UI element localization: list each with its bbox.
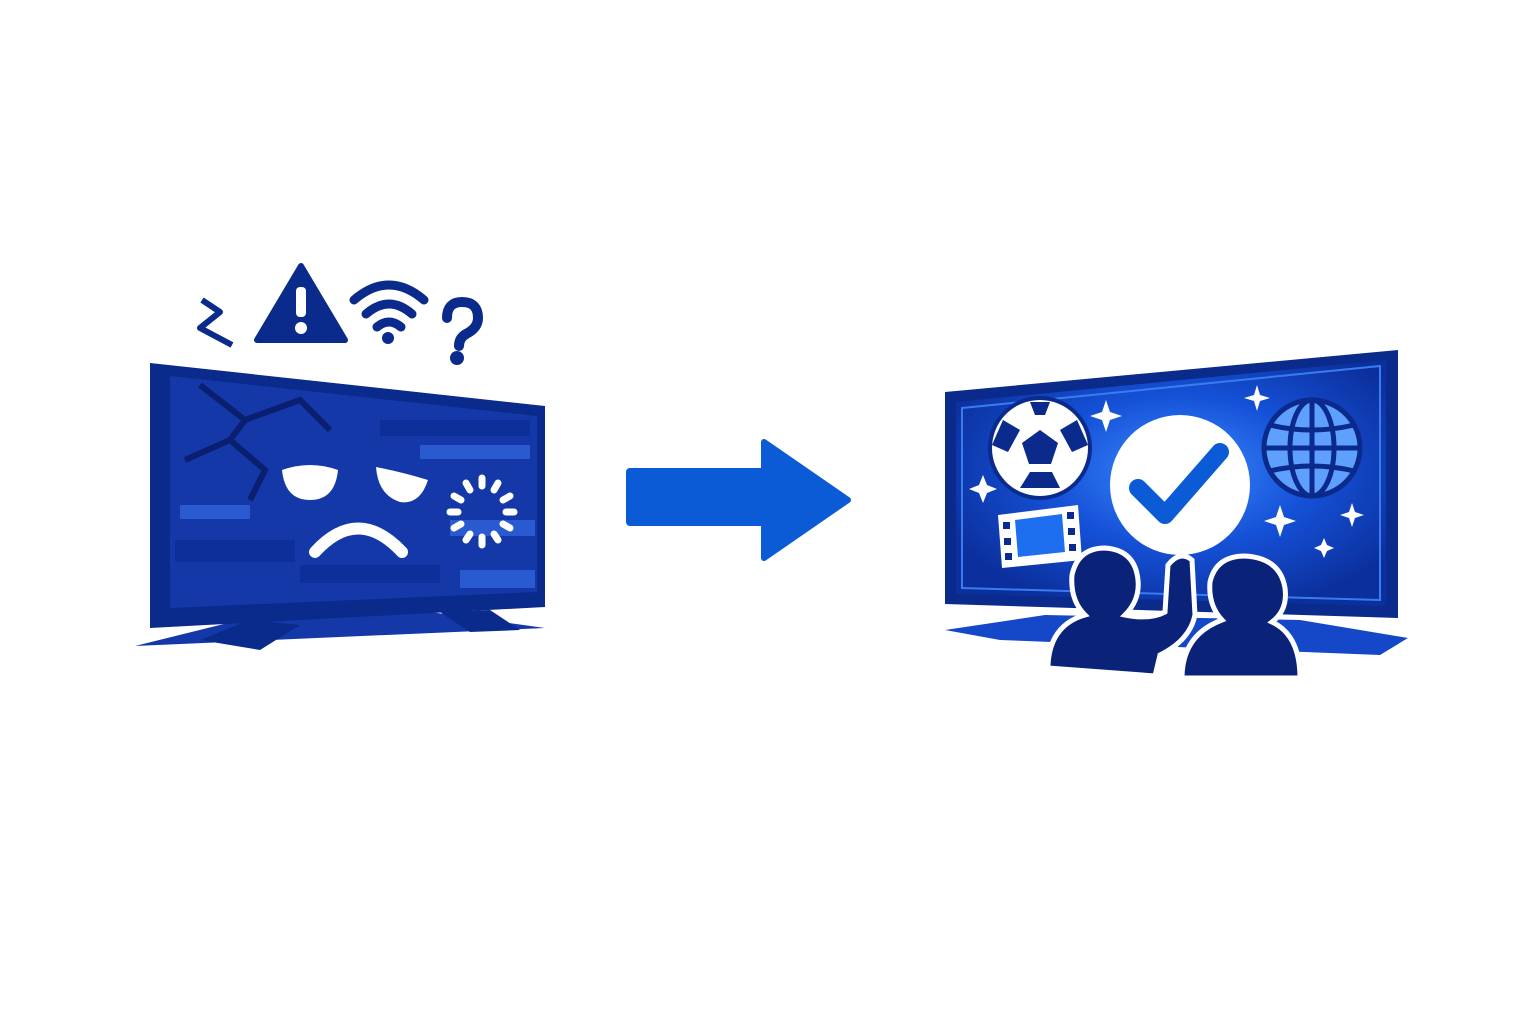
soccer-ball-icon xyxy=(988,396,1092,500)
viewer-right xyxy=(1179,553,1303,681)
lightning-icon xyxy=(197,297,234,348)
globe-icon xyxy=(1261,397,1363,499)
glitch-bars xyxy=(175,420,535,588)
crack xyxy=(183,382,333,502)
tv-stand-leg xyxy=(200,620,300,650)
sparkle-icon xyxy=(969,385,1364,558)
tv-stand-leg xyxy=(440,610,520,632)
broken-tv xyxy=(135,363,545,650)
viewer-left xyxy=(1045,545,1198,679)
wifi-icon xyxy=(349,280,429,344)
viewers-silhouette xyxy=(1045,545,1303,681)
warning-triangle-icon xyxy=(254,263,348,343)
working-tv xyxy=(945,350,1408,655)
question-mark-icon xyxy=(442,296,484,365)
loading-spinner-icon xyxy=(446,474,518,549)
arrow-right-icon xyxy=(626,439,851,561)
sad-face-icon xyxy=(282,465,428,558)
checkmark-icon xyxy=(1110,415,1250,555)
film-strip-icon xyxy=(998,505,1082,568)
